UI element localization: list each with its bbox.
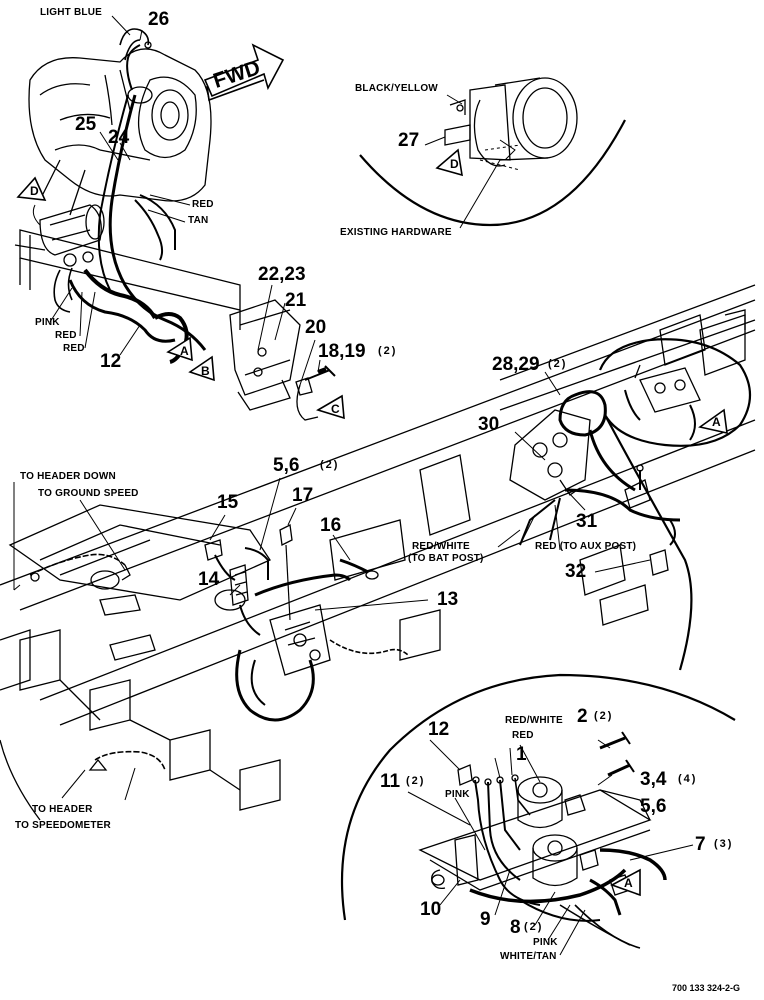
label-red-2: RED — [55, 330, 77, 341]
callout-10: 10 — [420, 899, 442, 920]
connector-c-label: C — [331, 402, 340, 416]
label-to-bat-post: (TO BAT POST) — [408, 553, 484, 564]
label-tan: TAN — [188, 215, 209, 226]
label-red-detail: RED — [512, 730, 534, 741]
label-red-white-bat: RED/WHITE — [412, 541, 470, 552]
callout-30: 30 — [478, 414, 500, 435]
label-to-header: TO HEADER — [32, 804, 93, 815]
connector-triangle-icon — [16, 148, 728, 897]
callout-28-29-qty: (2) — [548, 358, 568, 370]
callout-14: 14 — [198, 569, 220, 590]
callout-12-top: 12 — [100, 351, 122, 372]
callout-24: 24 — [108, 127, 130, 148]
label-to-speedometer: TO SPEEDOMETER — [15, 820, 111, 831]
left-harness — [13, 482, 166, 801]
callout-25: 25 — [75, 114, 97, 135]
label-pink-detail: PINK — [445, 789, 470, 800]
figure-reference-number: 700 133 324-2-G — [672, 983, 741, 993]
engine-assembly — [14, 28, 336, 421]
label-red: RED — [192, 199, 214, 210]
callout-3-4: 3,4 — [640, 769, 667, 790]
callout-26: 26 — [148, 9, 170, 30]
callout-5-6-top-qty: (2) — [320, 459, 340, 471]
connector-d-label: D — [30, 184, 39, 198]
callout-2-qty: (2) — [594, 710, 614, 722]
label-existing-hardware: EXISTING HARDWARE — [340, 227, 452, 238]
callout-18-19-qty: (2) — [378, 345, 398, 357]
leader-lines-top-left — [49, 15, 321, 386]
callout-32: 32 — [565, 561, 587, 582]
callout-12-detail: 12 — [428, 719, 450, 740]
detail-circle-bottom — [340, 673, 736, 956]
connector-b-label: B — [201, 364, 210, 378]
label-to-header-down: TO HEADER DOWN — [20, 471, 116, 482]
center-relay-assembly — [204, 477, 429, 722]
callout-11: 11 — [380, 771, 401, 792]
callout-7: 7 — [695, 834, 706, 855]
callout-17: 17 — [292, 485, 314, 506]
callout-11-qty: (2) — [406, 775, 426, 787]
label-black-yellow: BLACK/YELLOW — [355, 83, 438, 94]
chassis-frame — [0, 284, 756, 821]
connector-a-right-label: A — [712, 415, 721, 429]
label-red-white-detail: RED/WHITE — [505, 715, 563, 726]
callout-3-4-qty: (4) — [678, 773, 698, 785]
label-light-blue: LIGHT BLUE — [40, 7, 102, 18]
callout-2: 2 — [577, 706, 588, 727]
label-pink: PINK — [35, 317, 60, 328]
callout-28-29: 28,29 — [492, 354, 540, 375]
callout-8: 8 — [510, 917, 521, 938]
label-red-aux-post: RED (TO AUX POST) — [535, 541, 637, 552]
connector-d-detail-label: D — [450, 157, 459, 171]
callout-18-19: 18,19 — [318, 341, 366, 362]
callout-8-qty: (2) — [524, 921, 544, 933]
detail-circle-top — [359, 77, 626, 229]
callout-7-qty: (3) — [714, 838, 734, 850]
callout-31: 31 — [576, 511, 598, 532]
detail-circle-right — [598, 338, 751, 671]
fwd-arrow-icon — [203, 43, 285, 102]
callout-27: 27 — [398, 130, 420, 151]
callout-1: 1 — [516, 744, 527, 765]
callout-5-6-detail: 5,6 — [640, 796, 667, 817]
callout-15: 15 — [217, 492, 239, 513]
label-to-ground-speed: TO GROUND SPEED — [38, 488, 139, 499]
callout-13: 13 — [437, 589, 459, 610]
connector-a-label: A — [180, 344, 189, 358]
callout-22-23: 22,23 — [258, 264, 306, 285]
label-pink-bottom: PINK — [533, 937, 558, 948]
starter-motor — [39, 204, 105, 267]
callout-20: 20 — [305, 317, 327, 338]
connector-a-bottom-label: A — [624, 876, 633, 890]
label-red-3: RED — [63, 343, 85, 354]
callout-5-6-top: 5,6 — [273, 455, 300, 476]
callout-21: 21 — [285, 290, 307, 311]
callout-16: 16 — [320, 515, 342, 536]
callout-9: 9 — [480, 909, 491, 930]
label-white-tan: WHITE/TAN — [500, 951, 557, 962]
